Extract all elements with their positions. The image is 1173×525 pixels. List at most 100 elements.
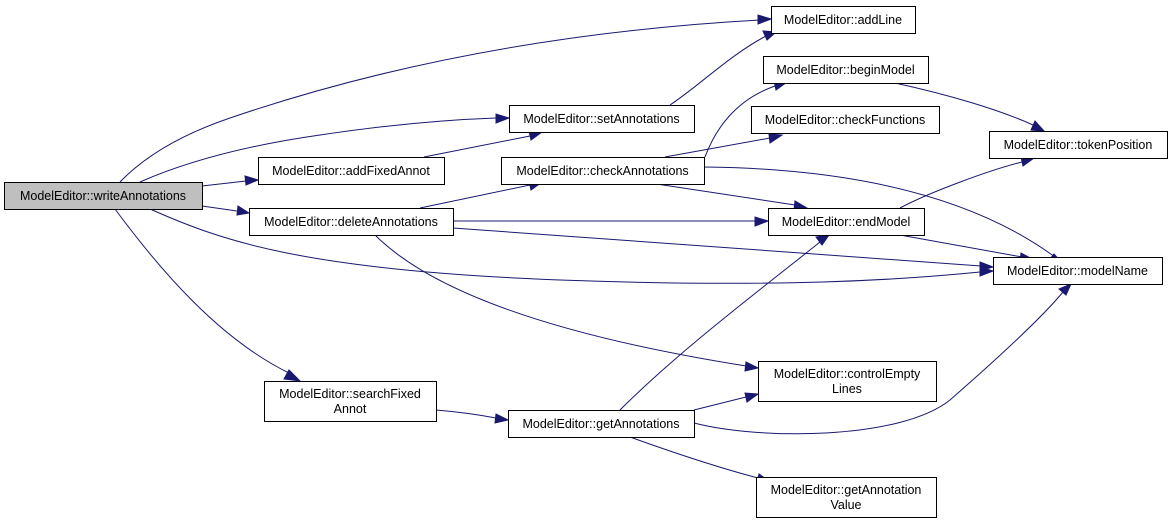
node-box[interactable] [993, 257, 1163, 285]
edge-line [139, 117, 497, 183]
node-deleteAnnotations[interactable]: ModelEditor::deleteAnnotations [249, 208, 454, 236]
edge-addFixedAnnot-to-setAnnotations [423, 130, 544, 158]
node-box[interactable] [508, 410, 695, 438]
node-label: ModelEditor::searchFixed [279, 387, 421, 401]
edge-line [703, 166, 1056, 258]
edge-line [374, 234, 747, 367]
node-label: ModelEditor::checkFunctions [765, 113, 926, 127]
arrowhead [283, 369, 302, 382]
arrowhead [979, 261, 995, 272]
node-label: ModelEditor::writeAnnotations [20, 189, 186, 203]
node-label: ModelEditor::getAnnotations [522, 417, 679, 431]
edge-line [693, 291, 1064, 435]
edge-line [435, 409, 497, 419]
edge-line [452, 227, 982, 267]
arrowhead [236, 205, 251, 216]
edge-line [201, 205, 238, 212]
node-box[interactable] [768, 208, 925, 236]
edge-deleteAnnotations-to-checkAnnotations [419, 180, 544, 209]
edge-getAnnotations-to-modelName [693, 283, 1072, 435]
arrowhead [1058, 283, 1072, 296]
edge-line [894, 82, 1034, 126]
edge-writeAnnotations-to-addLine [119, 14, 773, 183]
nodes-layer: ModelEditor::writeAnnotationsModelEditor… [4, 6, 1168, 518]
node-label: ModelEditor::modelName [1007, 264, 1148, 278]
node-getAnnotations[interactable]: ModelEditor::getAnnotations [508, 410, 695, 438]
edge-line [899, 161, 1023, 209]
node-beginModel[interactable]: ModelEditor::beginModel [763, 56, 929, 84]
edge-line [899, 234, 1023, 258]
edge-writeAnnotations-to-searchFixedAnnot [114, 208, 302, 382]
node-label: ModelEditor::checkAnnotations [516, 164, 688, 178]
node-label: ModelEditor::deleteAnnotations [264, 215, 438, 229]
node-box[interactable] [771, 6, 916, 34]
arrowhead [244, 175, 260, 186]
node-box[interactable] [4, 182, 203, 210]
edge-line [693, 396, 747, 411]
node-box[interactable] [751, 106, 940, 134]
edge-deleteAnnotations-to-modelName [452, 227, 995, 272]
edge-getAnnotations-to-controlEmptyLines [693, 392, 760, 411]
arrowhead [1030, 120, 1046, 132]
edge-line [419, 184, 531, 209]
node-box[interactable] [756, 477, 937, 518]
node-box[interactable] [509, 105, 695, 133]
arrowhead [744, 392, 760, 403]
node-box[interactable] [249, 208, 454, 236]
node-writeAnnotations[interactable]: ModelEditor::writeAnnotations [4, 182, 203, 210]
node-box[interactable] [758, 361, 937, 402]
node-tokenPosition[interactable]: ModelEditor::tokenPosition [989, 131, 1168, 159]
edge-checkAnnotations-to-endModel [649, 182, 809, 211]
node-box[interactable] [989, 131, 1168, 159]
node-label: ModelEditor::getAnnotation [771, 483, 922, 497]
edge-line [619, 241, 821, 411]
edge-line [664, 137, 771, 158]
edge-checkAnnotations-to-checkFunctions [664, 133, 784, 158]
node-box[interactable] [258, 157, 445, 185]
edge-deleteAnnotations-to-controlEmptyLines [374, 234, 760, 372]
node-addFixedAnnot[interactable]: ModelEditor::addFixedAnnot [258, 157, 445, 185]
arrowhead [744, 361, 760, 372]
node-label: ModelEditor::endModel [782, 215, 911, 229]
edge-endModel-to-tokenPosition [899, 156, 1036, 209]
edge-line [669, 35, 767, 106]
node-label: ModelEditor::addLine [784, 13, 902, 27]
node-box[interactable] [264, 381, 437, 422]
edge-deleteAnnotations-to-endModel [453, 216, 770, 227]
arrowhead [494, 413, 510, 424]
node-box[interactable] [501, 157, 705, 185]
node-endModel[interactable]: ModelEditor::endModel [768, 208, 925, 236]
node-label: ModelEditor::controlEmpty [774, 367, 921, 381]
node-label: ModelEditor::tokenPosition [1004, 138, 1153, 152]
edge-line [423, 135, 531, 158]
node-box[interactable] [763, 56, 929, 84]
node-addLine[interactable]: ModelEditor::addLine [771, 6, 916, 34]
node-label: Value [830, 498, 861, 512]
node-label: Lines [832, 382, 862, 396]
node-label: ModelEditor::beginModel [776, 63, 914, 77]
node-setAnnotations[interactable]: ModelEditor::setAnnotations [509, 105, 695, 133]
edge-writeAnnotations-to-addFixedAnnot [201, 175, 260, 187]
edge-searchFixedAnnot-to-getAnnotations [435, 409, 510, 424]
node-label: Annot [334, 402, 367, 416]
edge-line [649, 182, 796, 206]
edge-line [119, 19, 761, 183]
edge-line [629, 436, 759, 479]
node-checkAnnotations[interactable]: ModelEditor::checkAnnotations [501, 157, 705, 185]
node-label: ModelEditor::setAnnotations [523, 112, 679, 126]
node-modelName[interactable]: ModelEditor::modelName [993, 257, 1163, 285]
arrowhead [754, 216, 770, 227]
edge-line [149, 208, 981, 284]
edge-getAnnotations-to-getAnnotationValue [629, 436, 772, 484]
edge-writeAnnotations-to-deleteAnnotations [201, 205, 251, 216]
edge-line [201, 180, 247, 187]
arrowhead [495, 113, 511, 124]
node-checkFunctions[interactable]: ModelEditor::checkFunctions [751, 106, 940, 134]
edge-setAnnotations-to-addLine [669, 30, 778, 106]
arrowhead [757, 14, 773, 25]
node-label: ModelEditor::addFixedAnnot [272, 164, 430, 178]
